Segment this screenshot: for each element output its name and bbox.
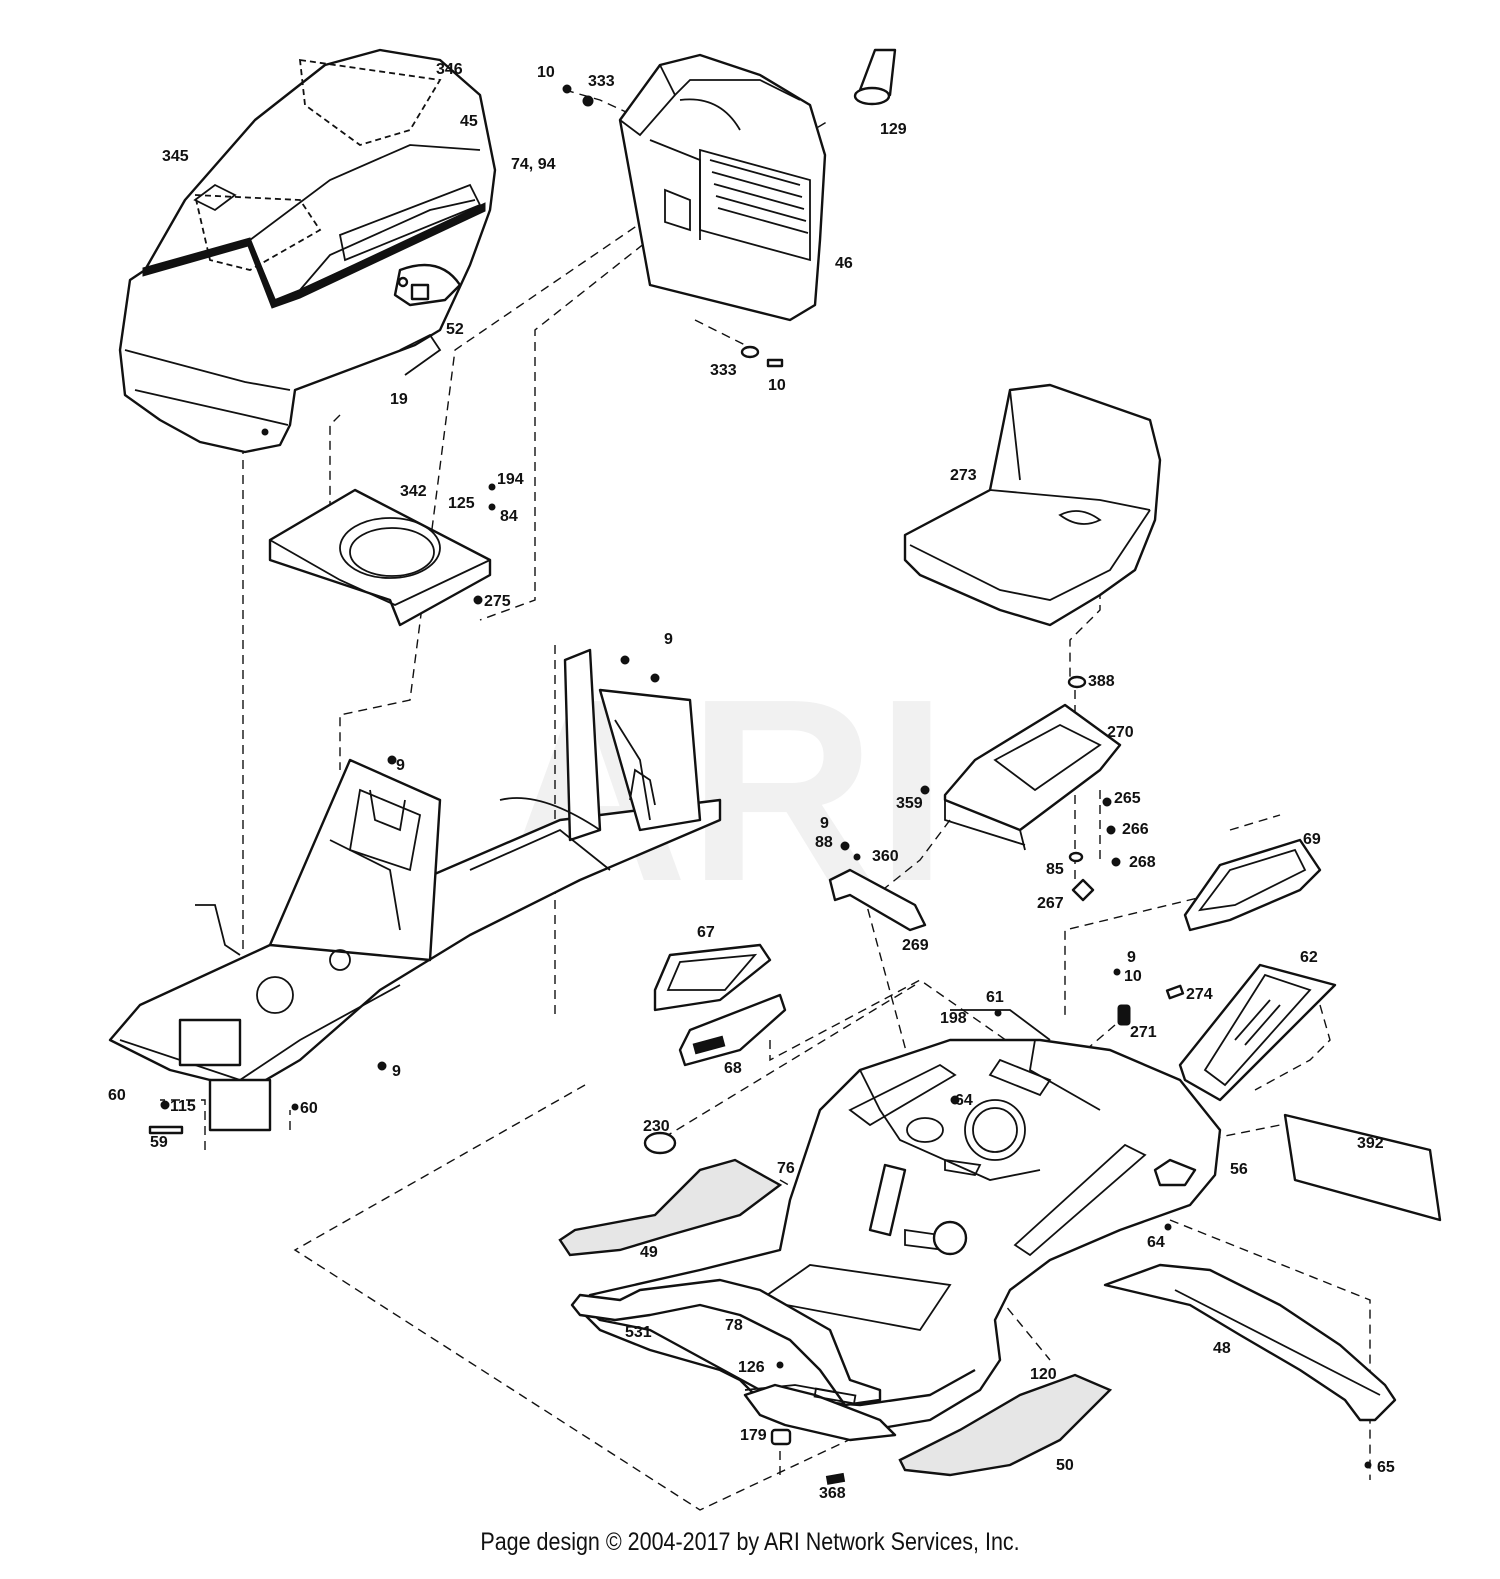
fender-trim-part-68 xyxy=(678,993,787,1067)
callout-345: 345 xyxy=(162,148,189,165)
seat-part-273 xyxy=(903,383,1162,627)
callout-270: 270 xyxy=(1107,724,1134,741)
callout-179: 179 xyxy=(740,1427,767,1444)
callout-49: 49 xyxy=(640,1244,658,1261)
copyright-footer: Page design © 2004-2017 by ARI Network S… xyxy=(480,1528,1020,1556)
callout-64a: 64 xyxy=(955,1092,973,1109)
dash-panel-part-46 xyxy=(618,53,827,322)
callout-126: 126 xyxy=(738,1359,765,1376)
seat-bracket-part-269 xyxy=(828,841,927,932)
dash-panel-vents xyxy=(699,148,811,262)
front-plate-part-78 xyxy=(743,1361,1372,1485)
floor-mat-part-50 xyxy=(898,1373,1113,1477)
callout-333a: 333 xyxy=(588,73,615,90)
callout-271: 271 xyxy=(1130,1024,1157,1041)
callout-129: 129 xyxy=(880,121,907,138)
callout-266: 266 xyxy=(1122,821,1149,838)
fastener-icon-10-333-bottom xyxy=(740,345,784,368)
callout-265: 265 xyxy=(1114,790,1141,807)
callout-56: 56 xyxy=(1230,1161,1248,1178)
callout-9b: 9 xyxy=(396,757,405,774)
callout-85: 85 xyxy=(1046,861,1064,878)
callout-19: 19 xyxy=(390,391,408,408)
frame-chassis xyxy=(108,648,722,1135)
callout-76: 76 xyxy=(777,1160,795,1177)
callout-360: 360 xyxy=(872,848,899,865)
shift-knob-part-129 xyxy=(853,48,897,106)
callout-52: 52 xyxy=(446,321,464,338)
hood-part-45 xyxy=(118,48,497,454)
callout-10b: 10 xyxy=(768,377,786,394)
callout-48: 48 xyxy=(1213,1340,1231,1357)
callout-230: 230 xyxy=(643,1118,670,1135)
callout-268: 268 xyxy=(1129,854,1156,871)
callout-9c: 9 xyxy=(820,815,829,832)
callout-388: 388 xyxy=(1088,673,1115,690)
step-rail-part-531 xyxy=(570,1278,882,1407)
callout-198: 198 xyxy=(940,1010,967,1027)
callout-10a: 10 xyxy=(537,64,555,81)
spring-part-271 xyxy=(1113,968,1185,1026)
callout-531: 531 xyxy=(625,1324,652,1341)
callout-346: 346 xyxy=(436,61,463,78)
step-rail-part-48 xyxy=(1103,1263,1397,1422)
callout-368: 368 xyxy=(819,1485,846,1502)
fender-trim-part-67 xyxy=(653,943,772,1012)
callout-88: 88 xyxy=(815,834,833,851)
callout-69: 69 xyxy=(1303,831,1321,848)
floor-mat-part-49 xyxy=(558,1158,783,1257)
callout-342: 342 xyxy=(400,483,427,500)
callout-45: 45 xyxy=(460,113,478,130)
callout-46: 46 xyxy=(835,255,853,272)
callout-115: 115 xyxy=(170,1098,196,1115)
callout-392: 392 xyxy=(1357,1135,1384,1152)
washer-part-230 xyxy=(643,1131,677,1155)
callout-78: 78 xyxy=(725,1317,743,1334)
callout-62: 62 xyxy=(1300,949,1318,966)
callout-74-94: 74, 94 xyxy=(511,156,556,173)
callout-269: 269 xyxy=(902,937,929,954)
callout-273: 273 xyxy=(950,467,977,484)
callout-61: 61 xyxy=(986,989,1004,1006)
console-part-62 xyxy=(1178,963,1337,1102)
callout-60a: 60 xyxy=(108,1087,126,1104)
callout-274: 274 xyxy=(1186,986,1213,1003)
hood-bracket-part-52 xyxy=(397,276,430,301)
callout-9e: 9 xyxy=(392,1063,401,1080)
callout-60b: 60 xyxy=(300,1100,318,1117)
callout-333b: 333 xyxy=(710,362,737,379)
callout-359: 359 xyxy=(896,795,923,812)
callout-labels: 346 45 345 74, 94 52 19 10 333 129 46 33… xyxy=(108,61,1395,1502)
hood-tray-part-342-125 xyxy=(268,483,496,627)
callout-120: 120 xyxy=(1030,1366,1057,1383)
callout-10c: 10 xyxy=(1124,968,1142,985)
callout-65: 65 xyxy=(1377,1459,1395,1476)
seat-pan-part-270 xyxy=(920,675,1122,902)
callout-125: 125 xyxy=(448,495,475,512)
callout-64b: 64 xyxy=(1147,1234,1165,1251)
callout-59: 59 xyxy=(150,1134,168,1151)
cup-holder-part-69 xyxy=(1183,838,1322,932)
callout-84: 84 xyxy=(500,508,518,525)
callout-194: 194 xyxy=(497,471,524,488)
callout-67: 67 xyxy=(697,924,715,941)
callout-267: 267 xyxy=(1037,895,1064,912)
callout-9a: 9 xyxy=(664,631,673,648)
fastener-icon-10-333-top xyxy=(562,84,594,107)
callout-50: 50 xyxy=(1056,1457,1074,1474)
callout-9d: 9 xyxy=(1127,949,1136,966)
callout-275: 275 xyxy=(484,593,511,610)
callout-68: 68 xyxy=(724,1060,742,1077)
decal-part-392 xyxy=(1283,1113,1442,1222)
